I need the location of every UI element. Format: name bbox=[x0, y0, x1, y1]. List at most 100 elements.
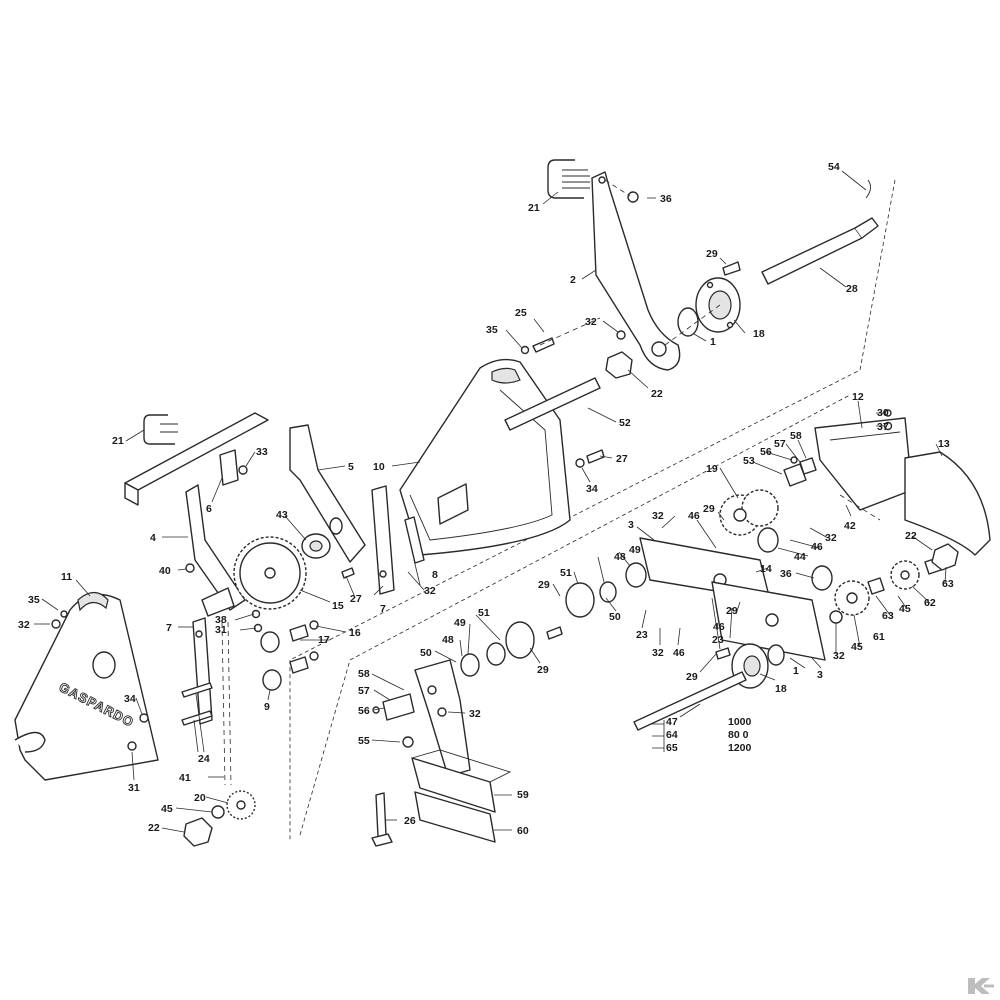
callout-54: 54 bbox=[828, 161, 840, 173]
callout-23-a: 23 bbox=[636, 629, 648, 641]
bolt-26 bbox=[371, 792, 393, 847]
callout-22-upper: 22 bbox=[651, 388, 663, 400]
bearing-51-middle bbox=[460, 621, 535, 677]
table-part-47: 47 bbox=[666, 716, 678, 728]
callout-27-left: 27 bbox=[350, 593, 362, 605]
callout-58-right: 58 bbox=[790, 430, 802, 442]
callout-51-a: 51 bbox=[560, 567, 572, 579]
callout-53: 53 bbox=[743, 455, 755, 467]
callout-32-right: 32 bbox=[652, 510, 664, 522]
callout-22-right: 22 bbox=[905, 530, 917, 542]
shaft-28 bbox=[761, 179, 879, 285]
callout-21-upper: 21 bbox=[528, 202, 540, 214]
bushings-16-17 bbox=[289, 620, 319, 674]
hub-43 bbox=[301, 533, 331, 559]
callout-31-b: 31 bbox=[128, 782, 140, 794]
callout-46-c: 46 bbox=[673, 647, 685, 659]
callout-35-upper: 35 bbox=[486, 324, 498, 336]
bearing-49-51-right bbox=[565, 562, 647, 618]
callout-16: 16 bbox=[349, 627, 361, 639]
callout-36-right: 36 bbox=[780, 568, 792, 580]
plate-5 bbox=[289, 424, 366, 563]
nut-32-upper bbox=[616, 330, 626, 340]
shaft-47 bbox=[633, 671, 747, 731]
washer-35-upper bbox=[520, 345, 530, 355]
callout-45-left: 45 bbox=[161, 803, 173, 815]
clamp-59 bbox=[411, 749, 512, 813]
callout-22-left: 22 bbox=[148, 822, 160, 834]
nut-22-upper bbox=[605, 351, 633, 379]
bushing-1-lower bbox=[767, 644, 785, 666]
callout-30: 30 bbox=[877, 407, 889, 419]
callout-60: 60 bbox=[517, 825, 529, 837]
callout-7-right: 7 bbox=[380, 603, 386, 615]
nut-36 bbox=[627, 191, 639, 203]
callout-59: 59 bbox=[517, 789, 529, 801]
nut-32-left bbox=[51, 619, 61, 629]
plate-6 bbox=[219, 449, 239, 486]
spring-8 bbox=[404, 516, 425, 564]
callout-43: 43 bbox=[276, 509, 288, 521]
table-length-64: 80 0 bbox=[728, 729, 749, 741]
guard-13 bbox=[904, 451, 991, 556]
callout-48-a: 48 bbox=[614, 551, 626, 563]
callout-49-a: 49 bbox=[629, 544, 641, 556]
callout-56-right: 56 bbox=[760, 446, 772, 458]
chain-42 bbox=[839, 494, 881, 521]
washer-34-upper bbox=[575, 458, 585, 468]
bearing-flange-18-upper bbox=[695, 277, 741, 333]
callout-4: 4 bbox=[150, 532, 156, 544]
callout-38: 38 bbox=[215, 614, 227, 626]
callout-33: 33 bbox=[256, 446, 268, 458]
nut-55 bbox=[402, 736, 414, 748]
callout-11: 11 bbox=[61, 571, 72, 583]
callout-labels: 1 1 2 3 3 4 5 6 7 7 8 9 10 11 12 13 14 1… bbox=[18, 161, 954, 837]
callout-50-b: 50 bbox=[420, 647, 432, 659]
callout-10: 10 bbox=[373, 461, 385, 473]
callout-46-d: 46 bbox=[713, 621, 725, 633]
nut-22-right bbox=[931, 543, 959, 571]
callout-32-gear: 32 bbox=[825, 532, 837, 544]
callout-27-upper: 27 bbox=[616, 453, 628, 465]
callout-51-b: 51 bbox=[478, 607, 490, 619]
chain-41 bbox=[221, 621, 232, 786]
callout-61: 61 bbox=[873, 631, 885, 643]
washer-38 bbox=[251, 609, 261, 619]
u-bolt-upper bbox=[547, 159, 590, 199]
sprocket-19 bbox=[719, 489, 779, 536]
callout-5: 5 bbox=[348, 461, 354, 473]
callout-15: 15 bbox=[332, 600, 344, 612]
washer-35-left bbox=[60, 610, 68, 618]
bracket-post bbox=[414, 659, 471, 777]
callout-42: 42 bbox=[844, 520, 856, 532]
callout-18-lower: 18 bbox=[775, 683, 787, 695]
callout-1-lower: 1 bbox=[793, 665, 799, 677]
frame-10 bbox=[399, 358, 571, 556]
callout-25: 25 bbox=[515, 307, 527, 319]
callout-41: 41 bbox=[179, 772, 191, 784]
callout-17: 17 bbox=[318, 634, 330, 646]
sprocket-61 bbox=[834, 580, 870, 616]
washer-45-left bbox=[211, 805, 225, 819]
callout-46-a: 46 bbox=[688, 510, 700, 522]
callout-29-d: 29 bbox=[726, 605, 738, 617]
group-separator-lower bbox=[299, 394, 851, 836]
callout-28: 28 bbox=[846, 283, 858, 295]
nut-33 bbox=[238, 465, 248, 475]
washer-37 bbox=[883, 421, 893, 431]
callout-48-b: 48 bbox=[442, 634, 454, 646]
block-57-left bbox=[372, 693, 415, 721]
u-bolt-21-left bbox=[143, 414, 178, 445]
plate-4 bbox=[185, 484, 246, 611]
kramp-k-logo-icon bbox=[968, 978, 994, 994]
table-part-65: 65 bbox=[666, 742, 678, 754]
callout-32-spring: 32 bbox=[424, 585, 436, 597]
bolt-29-middle bbox=[546, 626, 563, 640]
callout-9: 9 bbox=[264, 701, 270, 713]
washer-31-left bbox=[127, 741, 137, 751]
callout-31-a: 31 bbox=[215, 624, 227, 636]
spacer-53 bbox=[783, 463, 807, 487]
callout-6: 6 bbox=[206, 503, 212, 515]
callout-36-upper: 36 bbox=[660, 193, 672, 205]
